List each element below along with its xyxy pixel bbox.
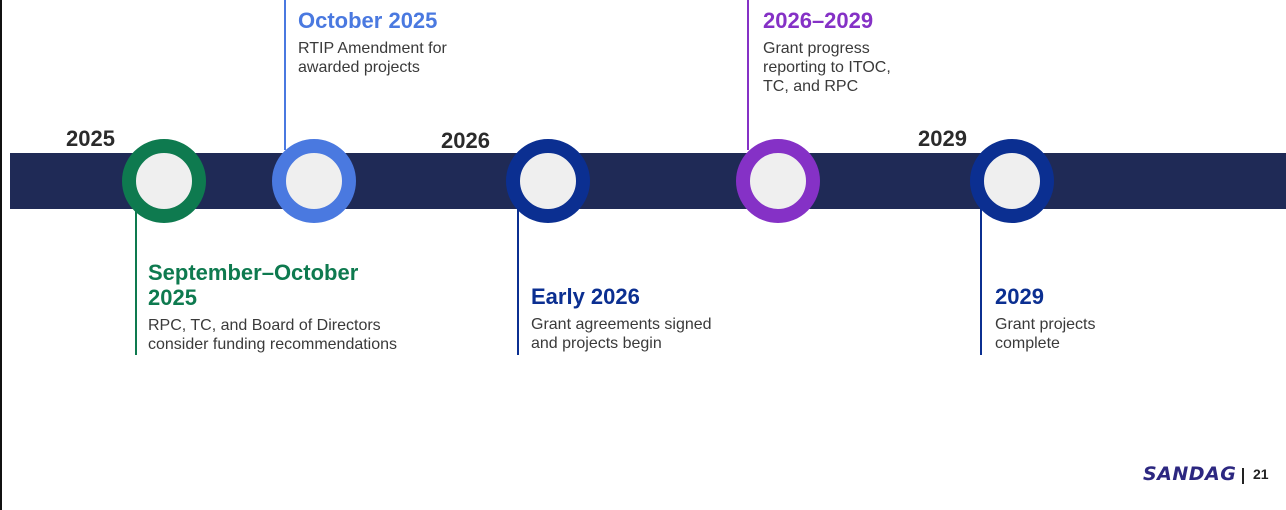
- milestone-stem-2029: [980, 205, 982, 355]
- milestone-description: Grant projects complete: [995, 316, 1096, 352]
- milestone-stem-oct-2025: [284, 0, 286, 150]
- milestone-node-sep-oct-2025: [122, 139, 206, 223]
- milestone-early-2026: Early 2026 Grant agreements signed and p…: [531, 284, 712, 353]
- page-number: 21: [1253, 466, 1269, 482]
- milestone-node-2029: [970, 139, 1054, 223]
- milestone-description: Grant progress reporting to ITOC, TC, an…: [763, 40, 891, 95]
- milestone-title: 2026–2029: [763, 8, 874, 33]
- footer-divider: [1242, 468, 1244, 484]
- milestone-stem-2026-2029: [747, 0, 749, 150]
- milestone-oct-2025: October 2025 RTIP Amendment for awarded …: [298, 8, 447, 77]
- milestone-title: Early 2026: [531, 284, 640, 309]
- milestone-sep-oct-2025: September–October 2025 RPC, TC, and Boar…: [148, 260, 397, 354]
- milestone-stem-sep-oct-2025: [135, 205, 137, 355]
- milestone-node-oct-2025: [272, 139, 356, 223]
- milestone-stem-early-2026: [517, 205, 519, 355]
- milestone-description: RTIP Amendment for awarded projects: [298, 40, 447, 76]
- slide-left-border: [0, 0, 2, 510]
- year-label-2025: 2025: [66, 126, 115, 151]
- timeline-band: [10, 153, 1286, 209]
- milestone-title: 2029: [995, 284, 1044, 309]
- year-label-2026: 2026: [441, 128, 490, 153]
- milestone-node-early-2026: [506, 139, 590, 223]
- sandag-logo: SANDAG: [1143, 463, 1237, 485]
- milestone-2026-2029: 2026–2029 Grant progress reporting to IT…: [763, 8, 891, 96]
- milestone-description: RPC, TC, and Board of Directors consider…: [148, 317, 398, 353]
- milestone-2029: 2029 Grant projects complete: [995, 284, 1095, 353]
- milestone-title: September–October 2025: [148, 260, 359, 310]
- milestone-title: October 2025: [298, 8, 438, 33]
- milestone-description: Grant agreements signed and projects beg…: [531, 316, 712, 352]
- milestone-node-2026-2029: [736, 139, 820, 223]
- year-label-2029: 2029: [918, 126, 967, 151]
